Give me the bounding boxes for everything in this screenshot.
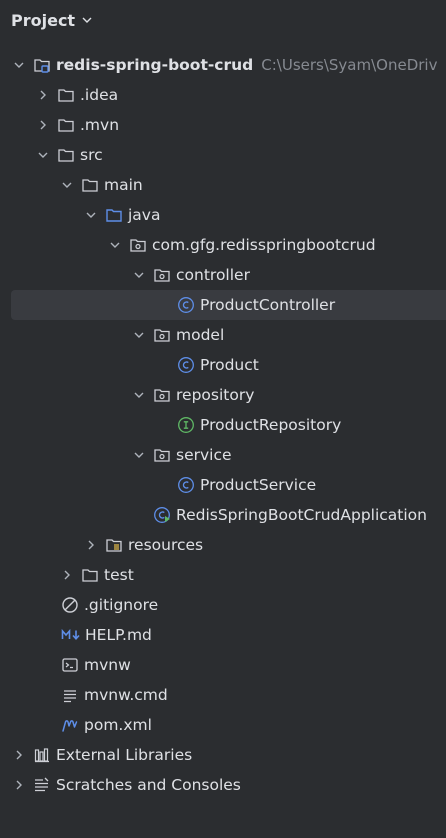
chevron-down-icon[interactable] — [11, 57, 27, 73]
tree-node-test[interactable]: test — [0, 560, 446, 590]
tree-node-label: java — [128, 206, 161, 224]
folder-icon — [81, 176, 99, 194]
tree-node-repository[interactable]: repository — [0, 380, 446, 410]
tree-node-root[interactable]: redis-spring-boot-crud C:\Users\Syam\One… — [0, 50, 446, 80]
chevron-down-icon[interactable] — [81, 14, 93, 26]
source-folder-icon — [105, 206, 123, 224]
gitignore-icon — [61, 596, 79, 614]
tree-node-label: pom.xml — [84, 716, 152, 734]
chevron-right-icon[interactable] — [35, 87, 51, 103]
project-view-title[interactable]: Project — [11, 10, 76, 30]
project-tree: redis-spring-boot-crud C:\Users\Syam\One… — [0, 50, 446, 800]
package-icon — [153, 326, 171, 344]
tree-node-label: External Libraries — [56, 746, 193, 764]
package-icon — [153, 386, 171, 404]
tree-node-pom-xml[interactable]: pom.xml — [0, 710, 446, 740]
tree-node-label: model — [176, 326, 225, 344]
tree-node-label: resources — [128, 536, 204, 554]
tree-node-label: .idea — [80, 86, 119, 104]
libraries-icon — [33, 746, 51, 764]
chevron-right-icon[interactable] — [11, 777, 27, 793]
chevron-down-icon[interactable] — [131, 387, 147, 403]
tree-node-label: repository — [176, 386, 255, 404]
spring-boot-app-icon — [153, 506, 171, 524]
resources-folder-icon — [105, 536, 123, 554]
maven-icon — [61, 716, 79, 734]
tree-node-application[interactable]: RedisSpringBootCrudApplication — [0, 500, 446, 530]
tree-node-label: ProductController — [200, 296, 336, 314]
tree-node-help-md[interactable]: HELP.md — [0, 620, 446, 650]
tree-node-label: mvnw.cmd — [84, 686, 168, 704]
package-icon — [129, 236, 147, 254]
tree-node-scratches[interactable]: Scratches and Consoles — [0, 770, 446, 800]
tree-node-label: controller — [176, 266, 250, 284]
tree-node-model[interactable]: model — [0, 320, 446, 350]
chevron-down-icon[interactable] — [131, 267, 147, 283]
interface-icon — [177, 416, 195, 434]
text-file-icon — [61, 686, 79, 704]
package-icon — [153, 446, 171, 464]
chevron-down-icon[interactable] — [59, 177, 75, 193]
folder-icon — [57, 86, 75, 104]
shell-script-icon — [61, 656, 79, 674]
chevron-right-icon[interactable] — [59, 567, 75, 583]
tree-node-product-service[interactable]: ProductService — [0, 470, 446, 500]
tree-node-label: .mvn — [80, 116, 120, 134]
tree-node-product-repository[interactable]: ProductRepository — [0, 410, 446, 440]
tree-node-label: com.gfg.redisspringbootcrud — [152, 236, 376, 254]
module-folder-icon — [33, 56, 51, 74]
scratches-icon — [33, 776, 51, 794]
chevron-right-icon[interactable] — [11, 747, 27, 763]
tree-node-service[interactable]: service — [0, 440, 446, 470]
chevron-down-icon[interactable] — [35, 147, 51, 163]
tree-node-label: Scratches and Consoles — [56, 776, 241, 794]
tree-node-external-libraries[interactable]: External Libraries — [0, 740, 446, 770]
tree-node-controller[interactable]: controller — [0, 260, 446, 290]
chevron-right-icon[interactable] — [83, 537, 99, 553]
folder-icon — [81, 566, 99, 584]
tree-node-resources[interactable]: resources — [0, 530, 446, 560]
tree-node-label: mvnw — [84, 656, 131, 674]
tree-node-label: service — [176, 446, 232, 464]
tree-node-label: test — [104, 566, 134, 584]
tree-node-main[interactable]: main — [0, 170, 446, 200]
markdown-icon — [61, 626, 83, 644]
tree-node-label: src — [80, 146, 103, 164]
chevron-down-icon[interactable] — [83, 207, 99, 223]
tree-node-product-controller[interactable]: ProductController — [0, 290, 446, 320]
tree-node-label: HELP.md — [85, 626, 152, 644]
tree-node-idea[interactable]: .idea — [0, 80, 446, 110]
tree-node-mvn[interactable]: .mvn — [0, 110, 446, 140]
tree-node-gitignore[interactable]: .gitignore — [0, 590, 446, 620]
folder-icon — [57, 116, 75, 134]
tree-node-label: RedisSpringBootCrudApplication — [176, 506, 427, 524]
class-icon — [177, 476, 195, 494]
package-icon — [153, 266, 171, 284]
tree-node-package[interactable]: com.gfg.redisspringbootcrud — [0, 230, 446, 260]
tree-node-src[interactable]: src — [0, 140, 446, 170]
tree-node-label: redis-spring-boot-crud — [56, 56, 254, 74]
tree-node-label: ProductRepository — [200, 416, 342, 434]
tree-node-label: ProductService — [200, 476, 317, 494]
tree-node-java[interactable]: java — [0, 200, 446, 230]
project-view-header: Project — [0, 0, 446, 40]
chevron-down-icon[interactable] — [131, 327, 147, 343]
tree-node-label: Product — [200, 356, 259, 374]
chevron-down-icon[interactable] — [131, 447, 147, 463]
folder-icon — [57, 146, 75, 164]
class-icon — [177, 356, 195, 374]
class-icon — [177, 296, 195, 314]
tree-node-mvnw-cmd[interactable]: mvnw.cmd — [0, 680, 446, 710]
chevron-right-icon[interactable] — [35, 117, 51, 133]
project-path: C:\Users\Syam\OneDriv — [261, 56, 438, 74]
tree-node-product[interactable]: Product — [0, 350, 446, 380]
chevron-down-icon[interactable] — [107, 237, 123, 253]
tree-node-label: .gitignore — [84, 596, 159, 614]
tree-node-label: main — [104, 176, 143, 194]
tree-node-mvnw[interactable]: mvnw — [0, 650, 446, 680]
